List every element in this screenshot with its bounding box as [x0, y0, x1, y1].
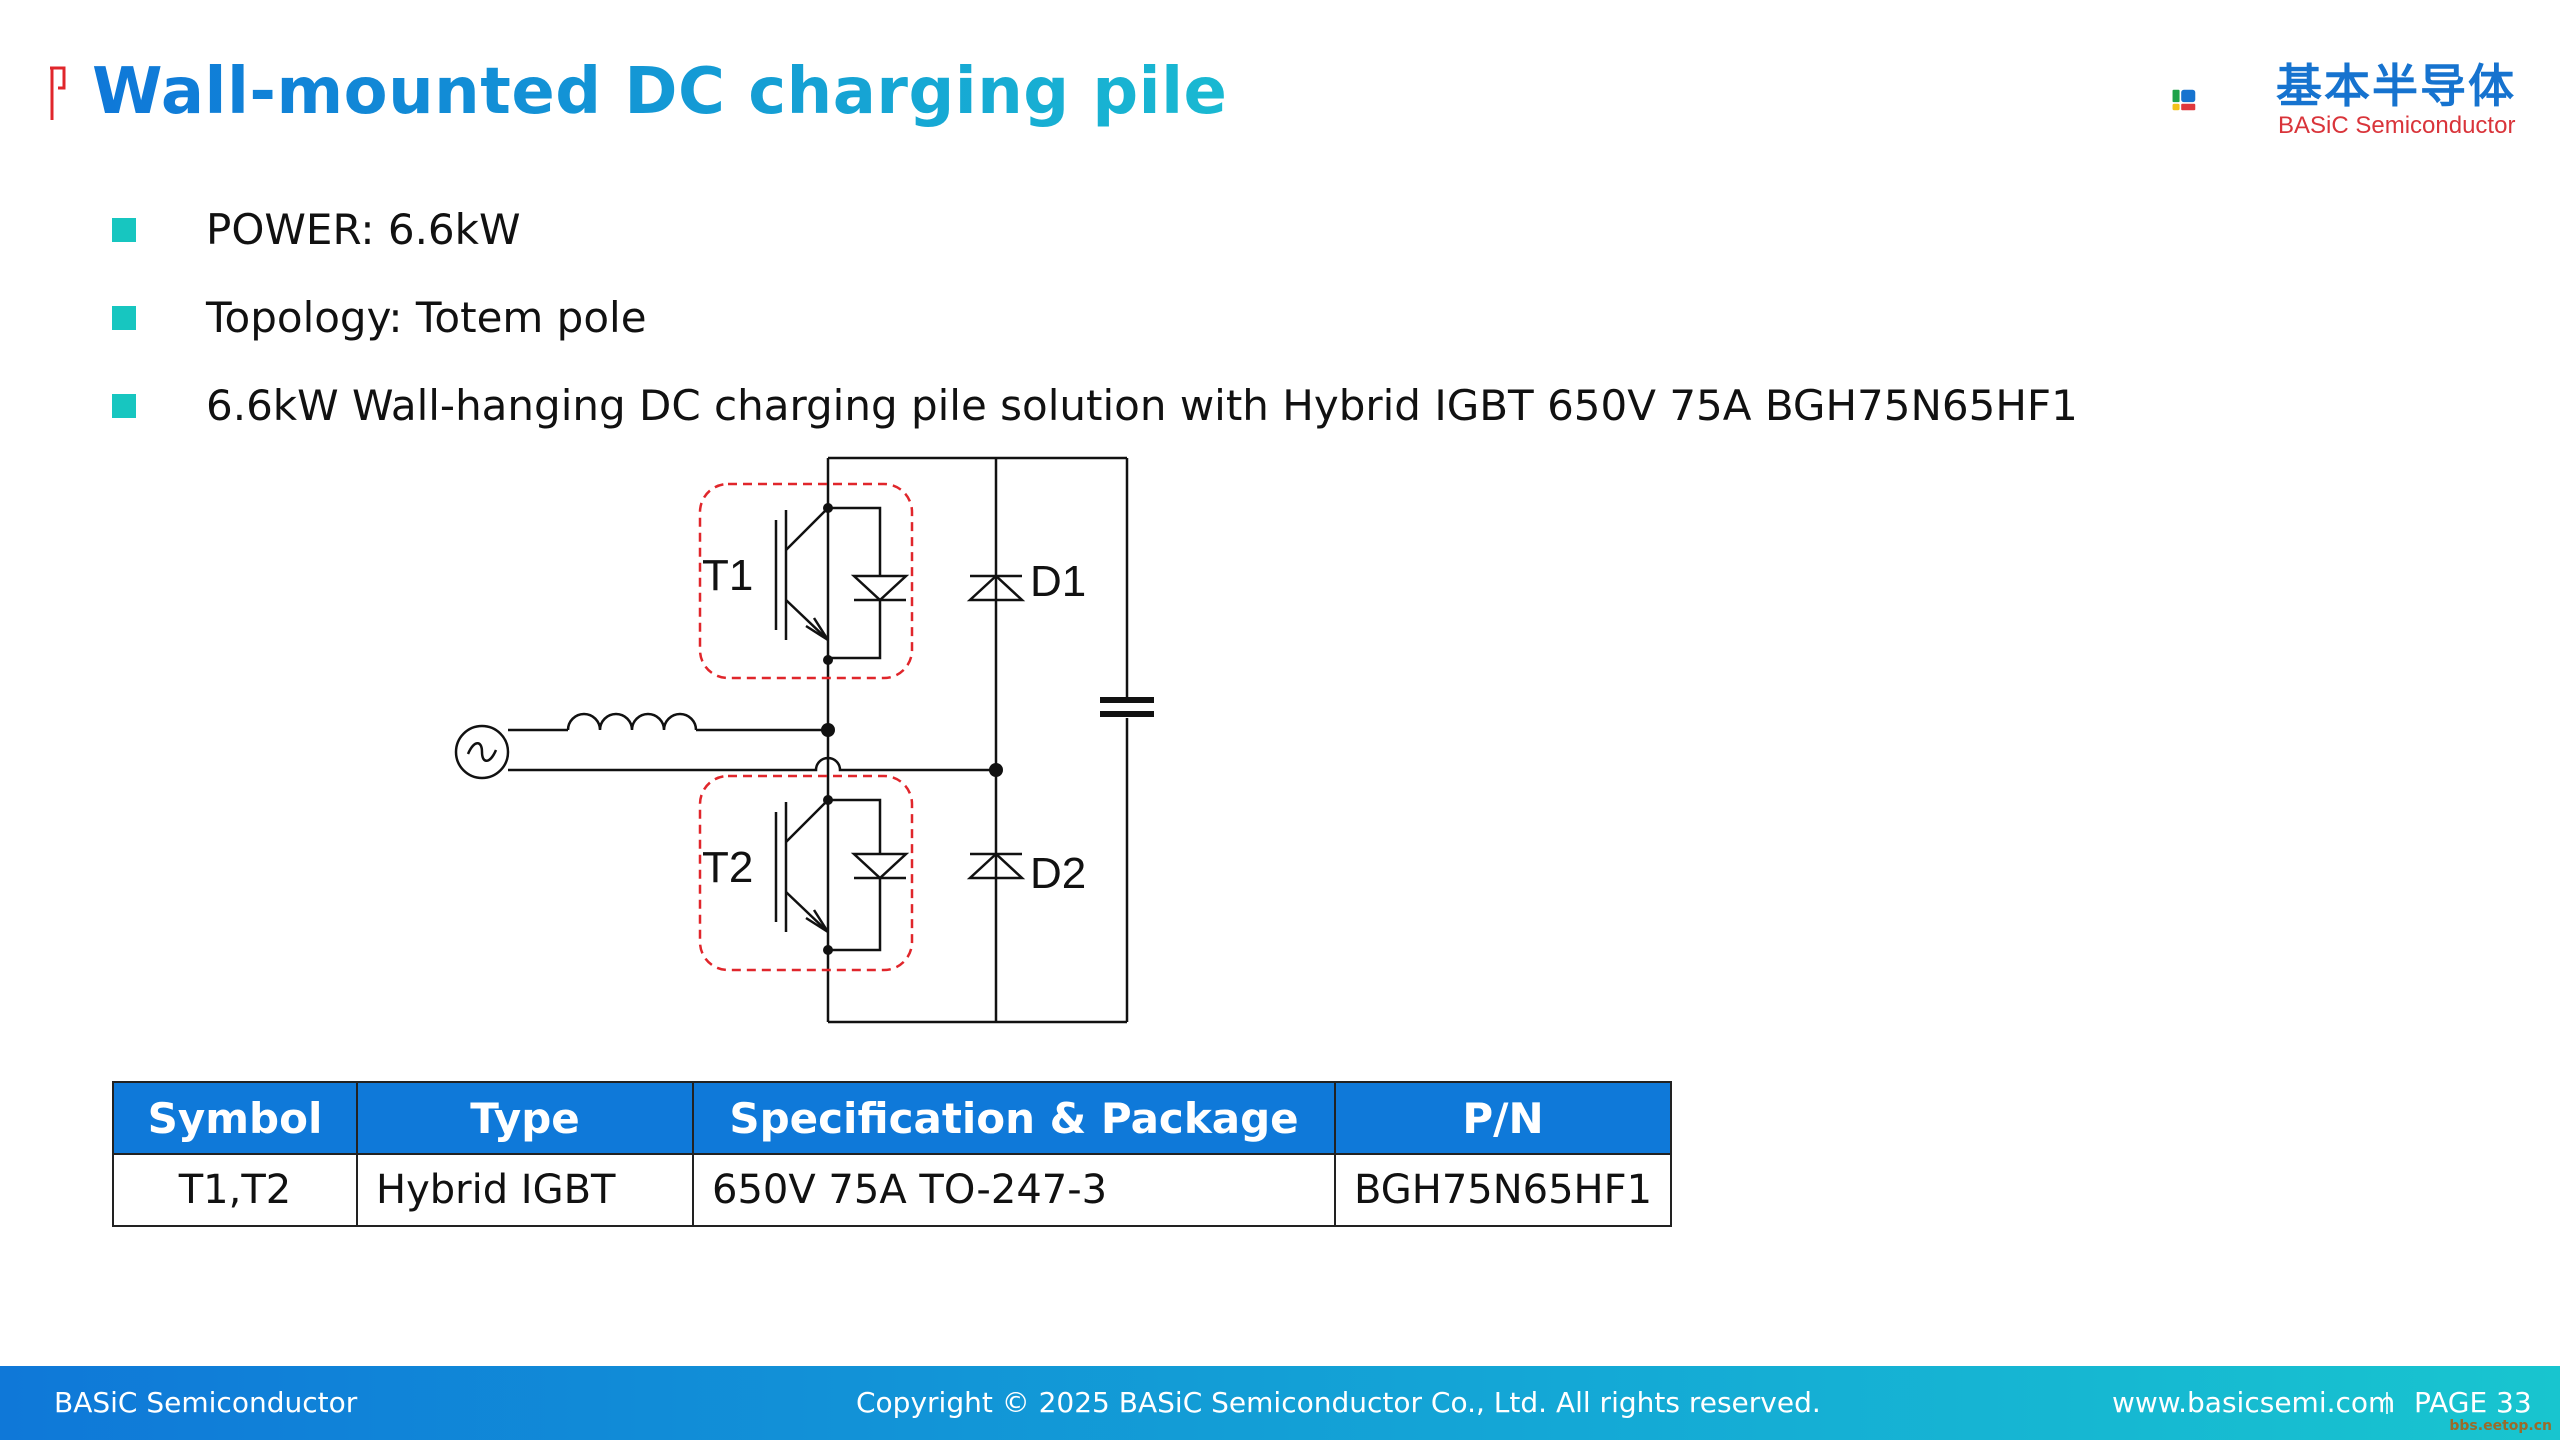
d1-label: D1	[1030, 557, 1086, 606]
igbt-icon	[774, 506, 910, 660]
inductor-icon	[566, 712, 698, 731]
component-table: Symbol Type Specification & Package P/N …	[112, 1081, 1672, 1227]
t2-highlight-box	[698, 774, 914, 972]
column-header-type: Type	[356, 1081, 694, 1155]
junction-dot	[821, 723, 835, 737]
column-header-pn: P/N	[1334, 1081, 1672, 1155]
igbt-icon	[774, 798, 910, 952]
footer-bar: BASiC Semiconductor Copyright © 2025 BAS…	[0, 1366, 2560, 1440]
footer-divider	[2386, 1392, 2388, 1414]
column-header-symbol: Symbol	[112, 1081, 358, 1155]
d2-label: D2	[1030, 849, 1086, 898]
t1-highlight-box	[698, 482, 914, 680]
bullet-square-icon	[112, 306, 136, 330]
table-row: T1,T2 Hybrid IGBT 650V 75A TO-247-3 BGH7…	[112, 1153, 1672, 1227]
bullet-list: POWER: 6.6kW Topology: Totem pole 6.6kW …	[112, 186, 2078, 450]
title-bracket-icon	[50, 66, 66, 120]
junction-dot	[989, 763, 1003, 777]
wire-ac-bottom	[508, 756, 996, 772]
basic-logo-icon	[2172, 89, 2196, 111]
logo-english-text: BASiC Semiconductor	[2278, 112, 2516, 139]
diode-icon	[966, 852, 1026, 880]
cell-spec: 650V 75A TO-247-3	[692, 1153, 1336, 1227]
bullet-square-icon	[112, 218, 136, 242]
ac-source-icon	[454, 724, 510, 780]
table-header-row: Symbol Type Specification & Package P/N	[112, 1081, 1672, 1155]
junction-dot	[823, 945, 833, 955]
cell-type: Hybrid IGBT	[356, 1153, 694, 1227]
watermark-text: bbs.eetop.cn	[2449, 1418, 2552, 1434]
t1-label: T1	[702, 551, 753, 600]
cell-symbol: T1,T2	[112, 1153, 358, 1227]
bullet-square-icon	[112, 394, 136, 418]
footer-company: BASiC Semiconductor	[54, 1386, 358, 1419]
logo-chinese-text: 基本半导体	[2276, 59, 2516, 113]
totem-pole-schematic: T1 T2 D1 D2	[454, 456, 1154, 1024]
bullet-item: 6.6kW Wall-hanging DC charging pile solu…	[112, 362, 2078, 450]
bullet-item: POWER: 6.6kW	[112, 186, 2078, 274]
bullet-item: Topology: Totem pole	[112, 274, 2078, 362]
junction-dot	[823, 795, 833, 805]
page-number: PAGE 33	[2414, 1386, 2532, 1419]
cell-pn: BGH75N65HF1	[1334, 1153, 1672, 1227]
junction-dot	[823, 503, 833, 513]
bullet-text: POWER: 6.6kW	[206, 205, 521, 254]
bullet-text: 6.6kW Wall-hanging DC charging pile solu…	[206, 381, 2078, 430]
footer-copyright: Copyright © 2025 BASiC Semiconductor Co.…	[856, 1386, 1821, 1419]
bullet-text: Topology: Totem pole	[206, 293, 647, 342]
footer-website-link[interactable]: www.basicsemi.com	[2112, 1386, 2396, 1419]
diode-icon	[966, 574, 1026, 602]
page-title: Wall-mounted DC charging pile	[92, 50, 1227, 134]
capacitor-icon	[1100, 697, 1154, 717]
junction-dot	[823, 655, 833, 665]
t2-label: T2	[702, 843, 753, 892]
column-header-spec: Specification & Package	[692, 1081, 1336, 1155]
